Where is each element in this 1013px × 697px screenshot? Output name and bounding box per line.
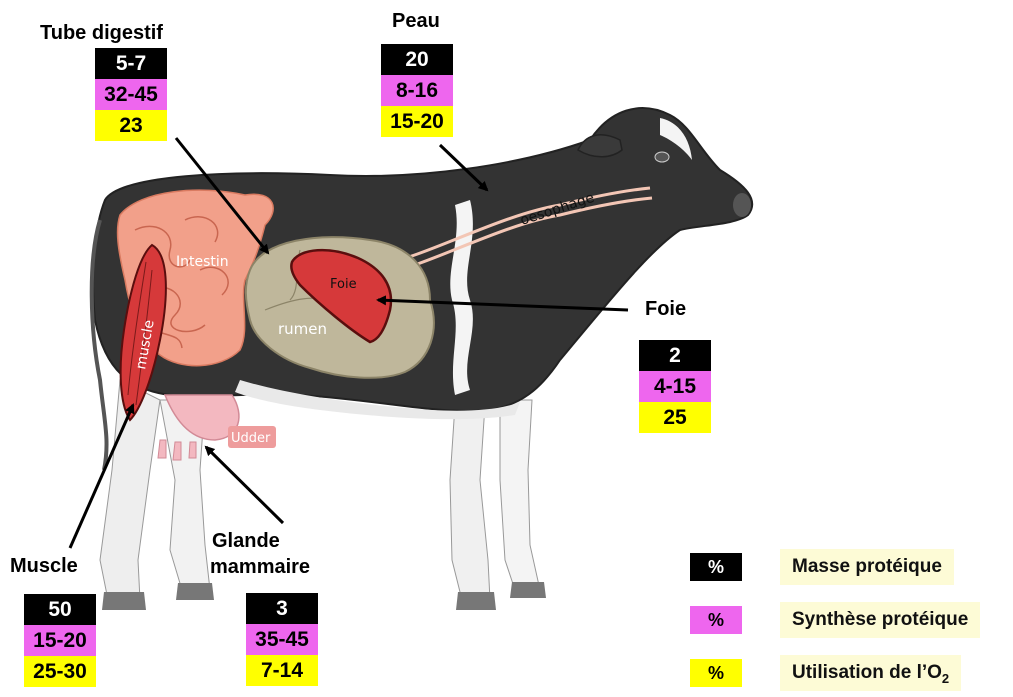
label-foie-organ: Foie — [330, 277, 357, 292]
arrow-glande — [206, 447, 283, 523]
synthesis-value: 4-15 — [639, 371, 711, 402]
legend-label-mass: Masse protéique — [780, 549, 954, 585]
label-intestin: Intestin — [176, 254, 229, 270]
values-foie: 2 4-15 25 — [639, 340, 711, 433]
synthesis-value: 32-45 — [95, 79, 167, 110]
legend-label-oxygen: Utilisation de l’O2 — [780, 655, 961, 691]
mass-value: 2 — [639, 340, 711, 371]
oxygen-value: 25 — [639, 402, 711, 433]
label-rumen: rumen — [278, 320, 327, 338]
legend-label-oxygen-subscript: 2 — [942, 671, 949, 686]
synthesis-value: 8-16 — [381, 75, 453, 106]
legend-row-synthesis: % Synthèse protéique — [0, 602, 1013, 642]
legend-row-mass: % Masse protéique — [0, 549, 1013, 589]
legend-row-oxygen: % Utilisation de l’O2 — [0, 655, 1013, 695]
legend-swatch-synthesis: % — [690, 606, 742, 634]
title-tube-digestif: Tube digestif — [40, 22, 163, 44]
oxygen-value: 15-20 — [381, 106, 453, 137]
mass-value: 5-7 — [95, 48, 167, 79]
legend-label-oxygen-text: Utilisation de l’O — [792, 662, 942, 683]
title-foie: Foie — [645, 298, 686, 320]
oxygen-value: 23 — [95, 110, 167, 141]
values-peau: 20 8-16 15-20 — [381, 44, 453, 137]
label-udder: Udder — [231, 431, 271, 446]
legend-swatch-mass: % — [690, 553, 742, 581]
legend-swatch-oxygen: % — [690, 659, 742, 687]
mass-value: 20 — [381, 44, 453, 75]
values-tube-digestif: 5-7 32-45 23 — [95, 48, 167, 141]
title-peau: Peau — [392, 10, 440, 32]
legend-label-synthesis: Synthèse protéique — [780, 602, 980, 638]
